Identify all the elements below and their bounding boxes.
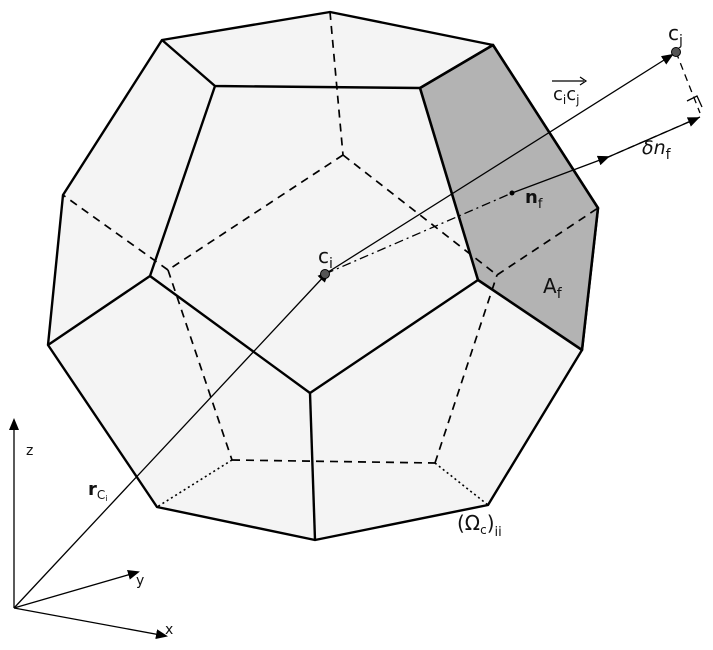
label-axis-x: x	[165, 622, 173, 638]
hidden-edges	[62, 11, 599, 508]
label-omega: (Ωc)ii	[457, 511, 502, 540]
ci-to-face-line	[324, 192, 513, 275]
label-af: Af	[543, 274, 563, 302]
label-ci: ci	[318, 244, 333, 272]
position-vector-rc	[13, 270, 330, 609]
label-axis-z: z	[26, 443, 33, 459]
face-centroid	[509, 190, 515, 196]
label-delta-nf: δnf	[642, 137, 672, 163]
right-angle-marker	[686, 95, 703, 108]
svg-text:cicj: cicj	[553, 84, 580, 107]
coordinate-axes	[9, 418, 168, 640]
label-vec-cicj: cicj	[552, 76, 588, 107]
label-nf: nf	[525, 187, 543, 212]
face-normal-nf	[511, 155, 610, 194]
point-ci	[320, 269, 330, 279]
vector-ci-cj	[324, 53, 674, 275]
label-cj: cj	[668, 21, 683, 49]
visible-edges	[47, 39, 494, 541]
delta-nf-arrow	[605, 117, 700, 159]
axis-x-arrow	[13, 607, 168, 640]
projection-line	[675, 51, 701, 114]
label-rc: rCi	[88, 479, 108, 503]
axis-y-arrow	[13, 569, 140, 609]
label-axis-y: y	[136, 573, 144, 589]
point-cj	[671, 47, 681, 57]
